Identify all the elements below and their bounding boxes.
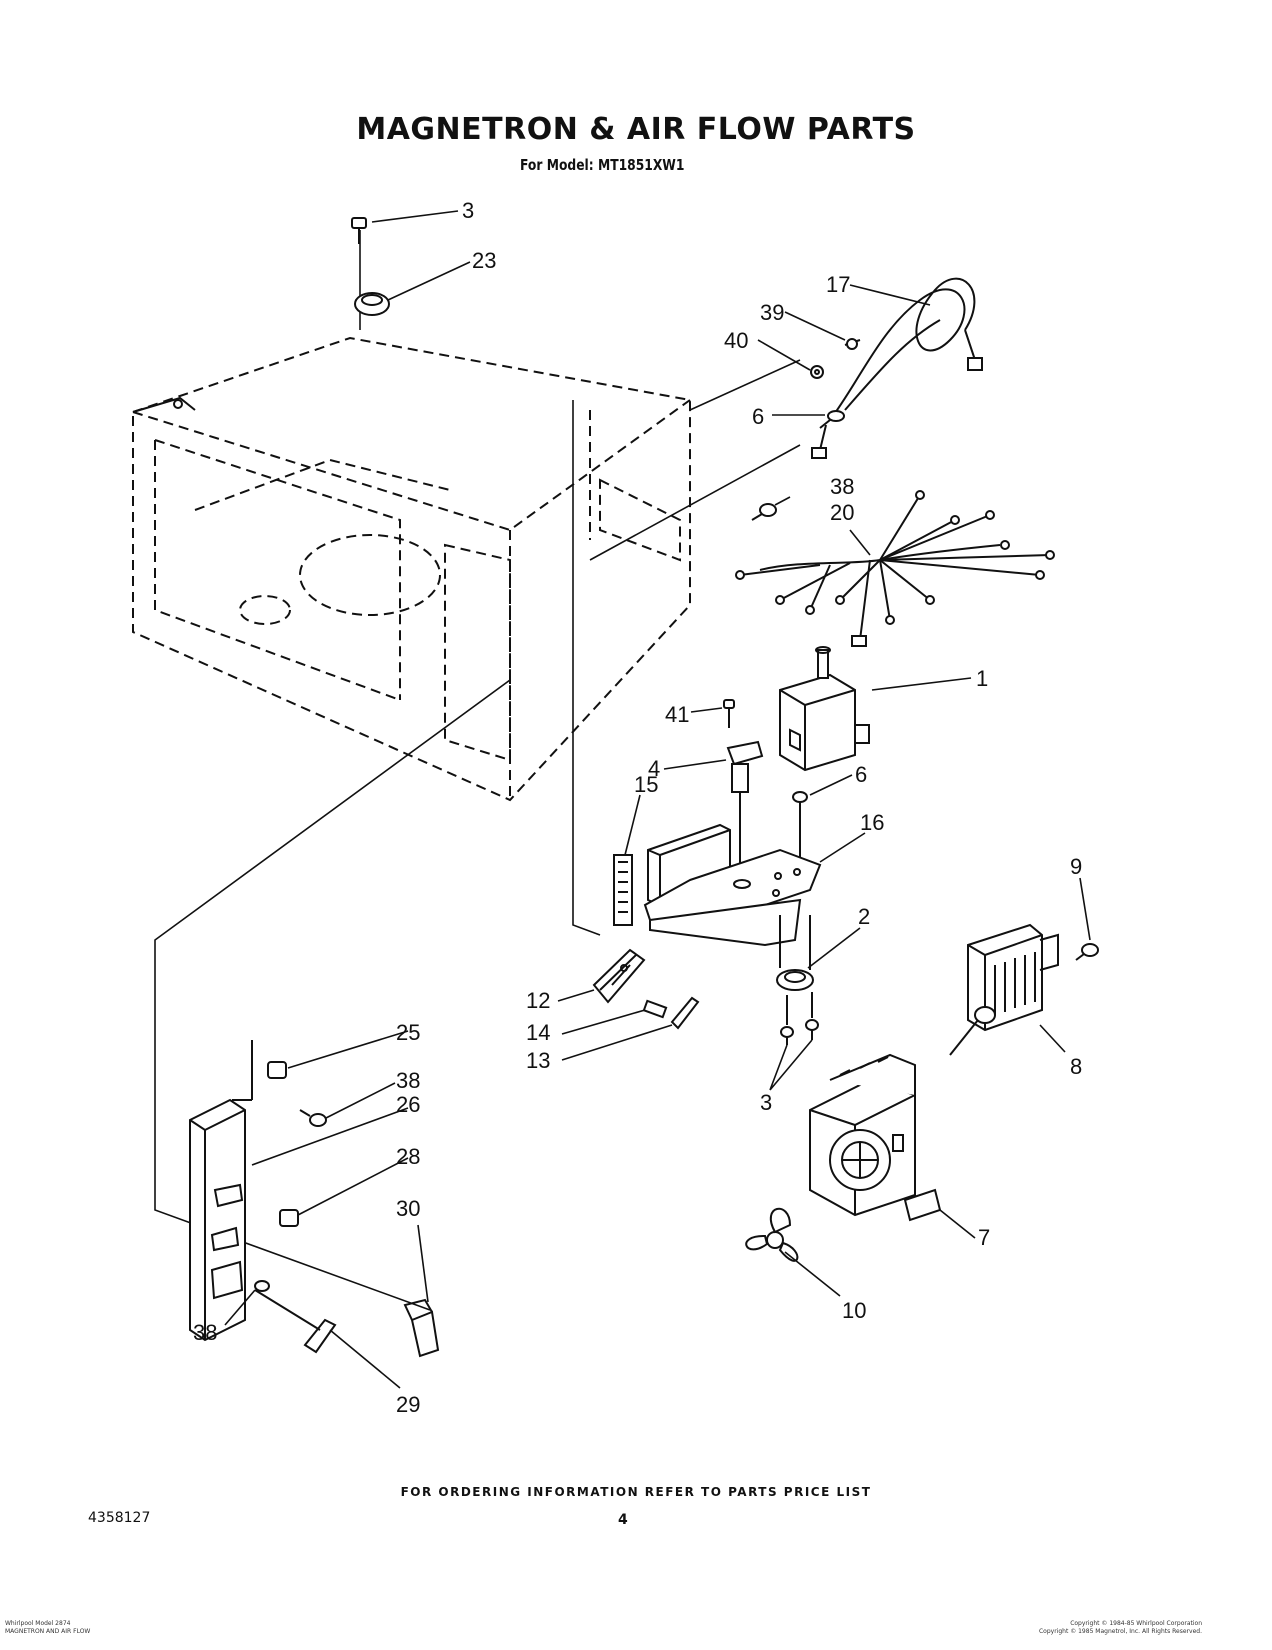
callout-6-upper: 6 <box>752 404 764 429</box>
part-thermostat-2 <box>776 915 814 991</box>
fine-left-line-1: Whirlpool Model 2874 <box>5 1620 71 1627</box>
callout-30: 30 <box>396 1196 420 1221</box>
part-pin-14 <box>642 999 668 1019</box>
part-switch-28 <box>279 1209 299 1227</box>
microwave-cabinet <box>132 336 691 802</box>
callout-2: 2 <box>858 904 870 929</box>
callout-38-upper: 38 <box>830 474 854 499</box>
part-screw-41 <box>723 699 735 728</box>
part-screw-9 <box>1075 943 1099 961</box>
fine-left-line-2: MAGNETRON AND AIR FLOW <box>5 1628 91 1635</box>
callout-labels: 3 23 17 39 40 6 38 20 1 41 4 6 15 16 9 2… <box>193 198 1082 1417</box>
callout-28: 28 <box>396 1144 420 1169</box>
callout-38-mid: 38 <box>396 1068 420 1093</box>
callout-23: 23 <box>472 248 496 273</box>
callout-arrows <box>224 210 1091 1389</box>
callout-29: 29 <box>396 1392 420 1417</box>
part-actuator-30 <box>403 1298 440 1358</box>
part-bracket-16 <box>643 823 822 947</box>
callout-8: 8 <box>1070 1054 1082 1079</box>
fine-print-left: Whirlpool Model 2874 MAGNETRON AND AIR F… <box>5 1620 90 1636</box>
part-screw-6-upper <box>819 410 845 429</box>
part-screw-3 <box>351 217 367 244</box>
callout-6-lower: 6 <box>855 762 867 787</box>
callout-40: 40 <box>724 328 748 353</box>
ordering-note: FOR ORDERING INFORMATION REFER TO PARTS … <box>400 1485 872 1499</box>
callout-15: 15 <box>634 772 658 797</box>
callout-14: 14 <box>526 1020 550 1045</box>
part-nut-40 <box>810 365 824 379</box>
callout-10: 10 <box>842 1298 866 1323</box>
part-hinge-12 <box>592 948 646 1004</box>
callout-1: 1 <box>976 666 988 691</box>
part-magnetron-1 <box>779 646 870 772</box>
page-title: MAGNETRON & AIR FLOW PARTS <box>356 112 916 147</box>
callout-12: 12 <box>526 988 550 1013</box>
part-wire-harness-20 <box>735 490 1055 647</box>
part-screw-38-mid <box>299 1109 327 1127</box>
part-power-cord-17 <box>811 277 983 459</box>
callout-3-lower: 3 <box>760 1090 772 1115</box>
callout-38-lower: 38 <box>193 1320 217 1345</box>
model-subtitle: For Model: MT1851XW1 <box>520 156 685 174</box>
fine-right-line-2: Copyright © 1985 Magnetrol, Inc. All Rig… <box>1038 1628 1202 1635</box>
part-fuse-holder-15 <box>613 854 633 926</box>
part-thermostat-23 <box>354 292 390 316</box>
callout-13: 13 <box>526 1048 550 1073</box>
part-lever-29 <box>254 1289 337 1354</box>
part-screw-39 <box>844 338 861 350</box>
part-pin-13 <box>670 996 700 1030</box>
callout-39: 39 <box>760 300 784 325</box>
callout-7: 7 <box>978 1225 990 1250</box>
callout-26: 26 <box>396 1092 420 1117</box>
part-screw-38-upper <box>751 503 777 521</box>
page-number: 4 <box>618 1512 628 1528</box>
part-fan-blade-10 <box>745 1207 799 1262</box>
callout-20: 20 <box>830 500 854 525</box>
part-fan-housing-7 <box>809 1053 942 1222</box>
callout-4: 4 <box>648 756 660 781</box>
part-latch-board-26 <box>189 1040 253 1342</box>
document-number: 4358127 <box>88 1510 151 1526</box>
fine-right-line-1: Copyright © 1984-85 Whirlpool Corporatio… <box>1070 1620 1202 1627</box>
leader-lines <box>154 230 801 1311</box>
part-thermal-cutout-4 <box>726 740 764 870</box>
callout-16: 16 <box>860 810 884 835</box>
callout-9: 9 <box>1070 854 1082 879</box>
part-screws-3-lower <box>780 992 819 1045</box>
callout-17: 17 <box>826 272 850 297</box>
part-switch-25 <box>267 1061 287 1079</box>
part-screw-38-lower <box>254 1280 270 1292</box>
callout-3-top: 3 <box>462 198 474 223</box>
fine-print-right: Copyright © 1984-85 Whirlpool Corporatio… <box>1039 1620 1202 1636</box>
part-timer-motor-8 <box>949 923 1059 1056</box>
callout-41: 41 <box>665 702 689 727</box>
callout-25: 25 <box>396 1020 420 1045</box>
